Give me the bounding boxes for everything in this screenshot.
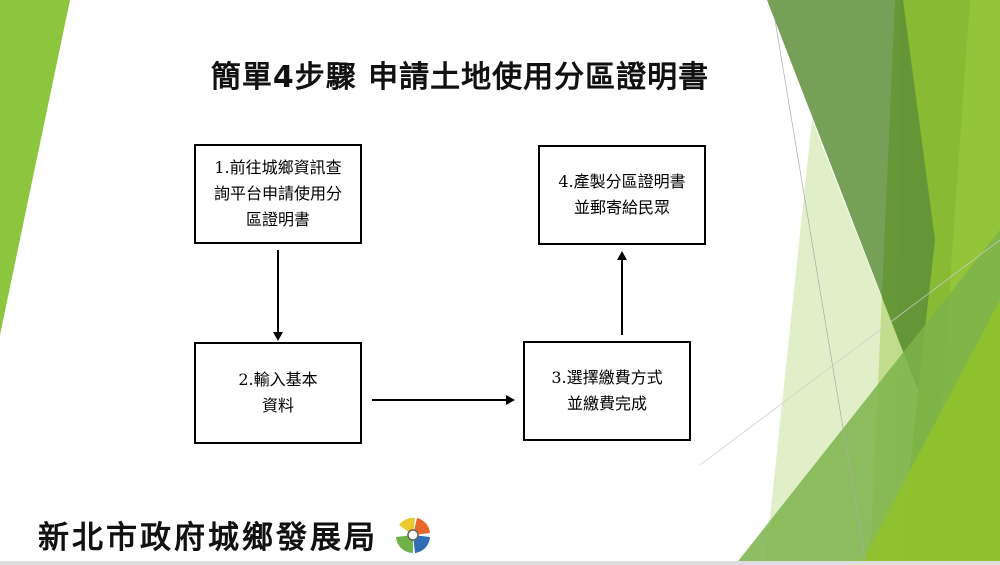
- left-green-shape: [0, 0, 70, 335]
- step-1-box: 1.前往城鄉資訊查詢平台申請使用分區證明書: [194, 144, 362, 244]
- step-3-label: 3.選擇繳費方式並繳費完成: [551, 368, 663, 413]
- step-3-box: 3.選擇繳費方式並繳費完成: [523, 341, 691, 441]
- organization-name: 新北市政府城鄉發展局: [38, 520, 378, 556]
- thin-line: [699, 239, 1000, 466]
- thin-line: [774, 19, 866, 561]
- step-2-label: 2.輸入基本資料: [238, 370, 318, 415]
- org-logo-icon: [396, 517, 430, 553]
- flow-arrows: [273, 250, 627, 405]
- right-band-dark: [767, 0, 935, 390]
- step-1-label: 1.前往城鄉資訊查詢平台申請使用分區證明書: [213, 158, 342, 229]
- bottom-border: [0, 561, 1000, 565]
- step-4-label: 4.產製分區證明書並郵寄給民眾: [558, 172, 686, 217]
- step-2-box: 2.輸入基本資料: [194, 342, 362, 444]
- page-title: 簡單4步驟 申請土地使用分區證明書: [210, 60, 710, 95]
- step-4-box: 4.產製分區證明書並郵寄給民眾: [538, 145, 706, 245]
- right-bottom-bright: [860, 300, 1000, 565]
